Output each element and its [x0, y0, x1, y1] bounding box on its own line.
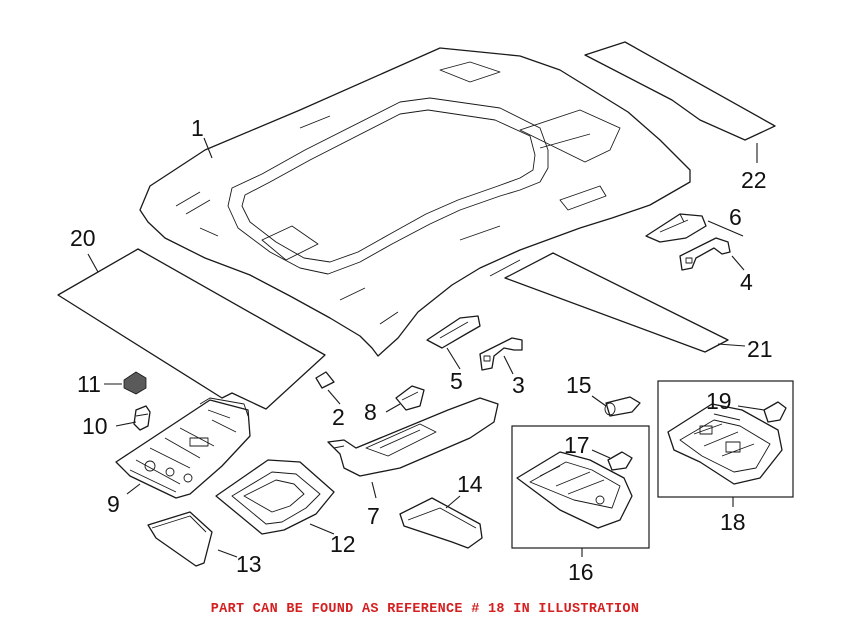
callout-18: 18: [720, 509, 746, 535]
reading-lamp-part: [516, 451, 633, 529]
bulb-19-part: [763, 401, 787, 423]
callout-20: 20: [70, 225, 96, 251]
lamp-socket-part: [133, 405, 151, 431]
sound-absorber-right-part: [504, 252, 729, 353]
clip-part: [395, 385, 425, 411]
bulb-17-part: [607, 451, 633, 471]
callout-13: 13: [236, 551, 262, 577]
callout-15: 15: [566, 372, 592, 398]
callout-1: 1: [191, 115, 204, 141]
callout-21: 21: [747, 336, 773, 362]
callout-11: 11: [77, 371, 101, 397]
callout-3: 3: [512, 372, 525, 398]
dome-lamp-part: [667, 403, 783, 485]
callout-4: 4: [740, 269, 753, 295]
leader-lines: [87, 137, 765, 558]
callout-12: 12: [330, 531, 356, 557]
bulb-15-part: [604, 396, 641, 417]
callout-labels: 1 2 3 4 5 6 7 8 9 10 11 12 13 14 15 16 1…: [70, 115, 773, 585]
group-box-16: [511, 425, 650, 549]
sun-visor-part: [327, 397, 499, 477]
callout-5: 5: [450, 368, 463, 394]
sound-absorber-left-part: [57, 248, 326, 410]
grab-handle-rear-part: [679, 237, 731, 271]
callout-7: 7: [367, 503, 380, 529]
callout-16: 16: [568, 559, 594, 585]
group-box-18: [657, 380, 794, 498]
cover-part: [147, 511, 213, 567]
sound-absorber-rear-part: [584, 41, 776, 141]
callout-14: 14: [457, 471, 483, 497]
callout-19: 19: [706, 388, 732, 414]
callout-9: 9: [107, 491, 120, 517]
callout-22: 22: [741, 167, 767, 193]
grab-handle-front-part: [479, 337, 523, 371]
bracket-upper-part: [645, 213, 707, 243]
pad-part: [315, 371, 335, 389]
callout-6: 6: [729, 204, 742, 230]
overhead-console-part: [115, 397, 251, 499]
bracket-front-part: [426, 315, 481, 349]
cap-part: [123, 371, 147, 395]
callout-2: 2: [332, 404, 345, 430]
callout-17: 17: [564, 432, 590, 458]
lamp-14-part: [399, 497, 483, 549]
callout-8: 8: [364, 399, 377, 425]
frame-part: [215, 459, 335, 535]
reference-note: PART CAN BE FOUND AS REFERENCE # 18 IN I…: [210, 602, 640, 617]
headliner-part: [139, 47, 691, 357]
callout-10: 10: [82, 413, 108, 439]
